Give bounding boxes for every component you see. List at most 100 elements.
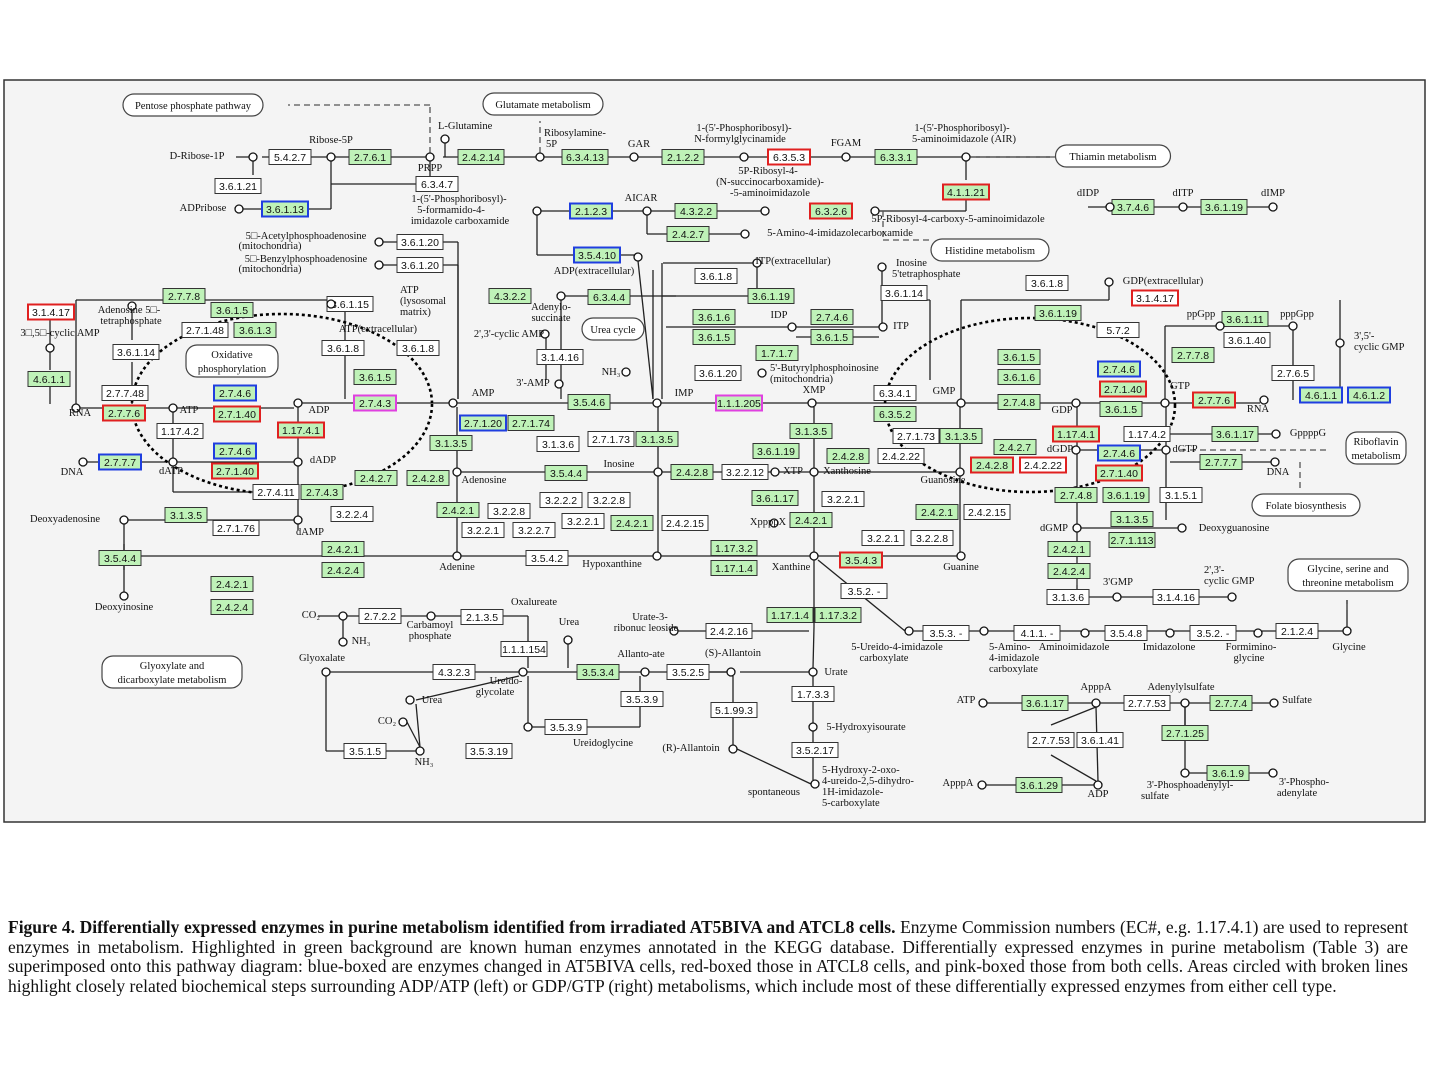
compound-node[interactable] — [374, 237, 384, 247]
compound-node[interactable] — [1080, 628, 1090, 638]
enzyme-box[interactable]: 3.6.1.17 — [1211, 426, 1259, 442]
compound-node[interactable] — [127, 301, 137, 311]
enzyme-box[interactable]: 3.1.4.17 — [27, 303, 75, 321]
compound-node[interactable] — [955, 467, 965, 477]
enzyme-box[interactable]: 3.2.2.12 — [721, 464, 769, 480]
enzyme-box[interactable]: 2.4.2.4 — [1047, 563, 1091, 579]
enzyme-box[interactable]: 3.5.2. - — [840, 583, 888, 599]
enzyme-box[interactable]: 3.2.2.1 — [821, 491, 865, 507]
compound-node[interactable] — [535, 152, 545, 162]
compound-node[interactable] — [168, 403, 178, 413]
compound-node[interactable] — [1271, 429, 1281, 439]
compound-node[interactable] — [652, 398, 662, 408]
compound-node[interactable] — [523, 722, 533, 732]
compound-node[interactable] — [119, 591, 129, 601]
compound-node[interactable] — [769, 518, 779, 528]
enzyme-box[interactable]: 2.4.2.1 — [210, 576, 254, 592]
compound-node[interactable] — [321, 667, 331, 677]
compound-node[interactable] — [452, 551, 462, 561]
enzyme-box[interactable]: 4.3.2.3 — [432, 664, 476, 680]
compound-node[interactable] — [415, 746, 425, 756]
enzyme-box[interactable]: 2.4.2.16 — [705, 623, 753, 639]
compound-node[interactable] — [234, 204, 244, 214]
compound-node[interactable] — [1105, 202, 1115, 212]
compound-node[interactable] — [554, 379, 564, 389]
enzyme-box[interactable]: 2.4.2.1 — [1047, 541, 1091, 557]
compound-node[interactable] — [374, 260, 384, 270]
pathway-map-box[interactable] — [101, 655, 243, 689]
enzyme-box[interactable]: 3.1.4.16 — [536, 349, 584, 365]
compound-node[interactable] — [1180, 698, 1190, 708]
enzyme-box[interactable]: 2.7.1.20 — [459, 414, 507, 432]
enzyme-box[interactable]: 3.2.2.1 — [461, 522, 505, 538]
enzyme-box[interactable]: 2.7.4.3 — [300, 484, 344, 500]
enzyme-box[interactable]: 3.6.1.19 — [752, 443, 800, 459]
compound-node[interactable] — [78, 457, 88, 467]
compound-node[interactable] — [752, 258, 762, 268]
enzyme-box[interactable]: 3.6.1.9 — [1206, 765, 1250, 781]
enzyme-box[interactable]: 4.1.1. - — [1013, 625, 1061, 641]
compound-node[interactable] — [293, 457, 303, 467]
enzyme-box[interactable]: 3.1.3.5 — [939, 428, 983, 444]
compound-node[interactable] — [621, 367, 631, 377]
compound-node[interactable] — [961, 152, 971, 162]
compound-node[interactable] — [1093, 780, 1103, 790]
enzyme-box[interactable]: 6.3.4.1 — [873, 385, 917, 401]
compound-node[interactable] — [440, 134, 450, 144]
enzyme-box[interactable]: 2.1.3.5 — [460, 609, 504, 625]
enzyme-box[interactable]: 2.7.1.25 — [1161, 725, 1209, 741]
enzyme-box[interactable]: 2.4.2.1 — [789, 512, 833, 528]
enzyme-box[interactable]: 3.6.1.20 — [396, 234, 444, 250]
compound-node[interactable] — [168, 457, 178, 467]
enzyme-box[interactable]: 2.7.7.8 — [162, 288, 206, 304]
compound-node[interactable] — [809, 467, 819, 477]
compound-node[interactable] — [1091, 698, 1101, 708]
enzyme-box[interactable]: 2.7.1.74 — [507, 415, 555, 431]
pathway-map-box[interactable] — [1345, 431, 1407, 465]
enzyme-box[interactable]: 2.7.6.1 — [348, 149, 392, 165]
enzyme-box[interactable]: 2.1.2.2 — [661, 149, 705, 165]
enzyme-box[interactable]: 3.5.2. - — [1189, 625, 1237, 641]
enzyme-box[interactable]: 2.7.7.7 — [1199, 454, 1243, 470]
compound-node[interactable] — [405, 695, 415, 705]
enzyme-box[interactable]: 3.1.3.5 — [164, 507, 208, 523]
compound-node[interactable] — [669, 626, 679, 636]
compound-node[interactable] — [338, 611, 348, 621]
enzyme-box[interactable]: 2.4.2.22 — [1019, 456, 1067, 474]
compound-node[interactable] — [808, 722, 818, 732]
compound-node[interactable] — [808, 667, 818, 677]
compound-node[interactable] — [877, 262, 887, 272]
enzyme-box[interactable]: 3.2.2.1 — [861, 530, 905, 546]
enzyme-box[interactable]: 4.6.1.1 — [27, 371, 71, 387]
pathway-map-box[interactable] — [1054, 144, 1172, 168]
pathway-map-box[interactable] — [930, 238, 1050, 262]
enzyme-box[interactable]: 3.2.2.8 — [587, 492, 631, 508]
enzyme-box[interactable]: 3.5.3.9 — [544, 719, 588, 735]
enzyme-box[interactable]: 2.4.2.1 — [915, 504, 959, 520]
enzyme-box[interactable]: 6.3.5.2 — [873, 406, 917, 422]
compound-node[interactable] — [1270, 457, 1280, 467]
enzyme-box[interactable]: 2.4.2.7 — [354, 470, 398, 486]
compound-node[interactable] — [809, 551, 819, 561]
compound-node[interactable] — [1165, 628, 1175, 638]
enzyme-box[interactable]: 3.6.1.5 — [210, 302, 254, 318]
compound-node[interactable] — [326, 152, 336, 162]
compound-node[interactable] — [642, 206, 652, 216]
enzyme-box[interactable]: 2.1.2.4 — [1275, 623, 1319, 639]
enzyme-box[interactable]: 2.4.2.8 — [826, 448, 870, 464]
enzyme-box[interactable]: 1.17.3.2 — [710, 540, 758, 556]
enzyme-box[interactable]: 3.6.1.8 — [396, 340, 440, 356]
enzyme-box[interactable]: 3.6.1.40 — [1223, 332, 1271, 348]
enzyme-box[interactable]: 2.7.4.6 — [810, 309, 854, 325]
enzyme-box[interactable]: 3.2.2.1 — [561, 513, 605, 529]
enzyme-box[interactable]: 2.4.2.15 — [963, 504, 1011, 520]
compound-node[interactable] — [119, 515, 129, 525]
enzyme-box[interactable]: 2.4.2.14 — [457, 149, 505, 165]
compound-node[interactable] — [978, 698, 988, 708]
compound-node[interactable] — [870, 206, 880, 216]
compound-node[interactable] — [728, 744, 738, 754]
enzyme-box[interactable]: 3.1.3.6 — [536, 436, 580, 452]
enzyme-box[interactable]: 1.17.1.4 — [710, 560, 758, 576]
enzyme-box[interactable]: 3.6.1.13 — [261, 200, 309, 218]
enzyme-box[interactable]: 3.5.4.8 — [1104, 625, 1148, 641]
